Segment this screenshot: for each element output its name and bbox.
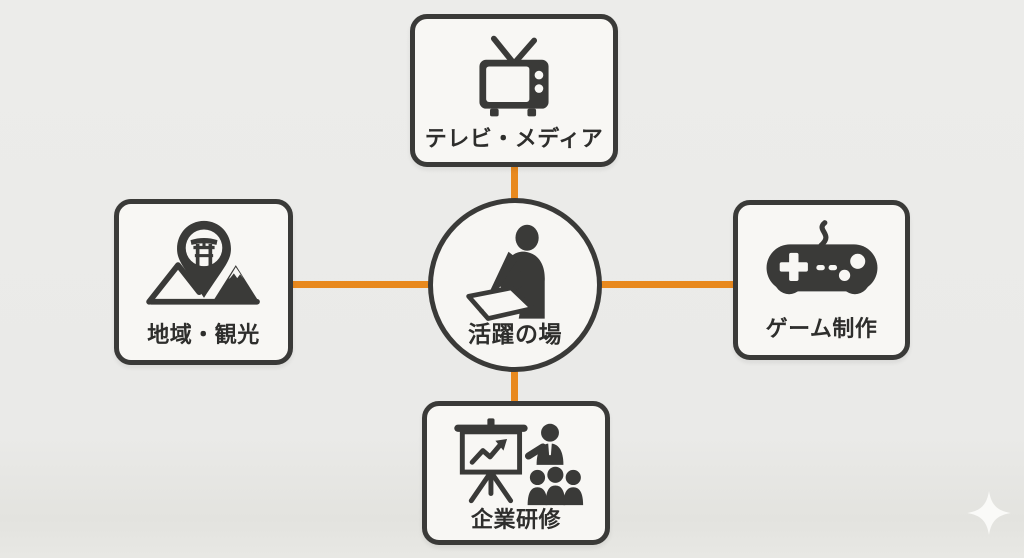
training-presentation-icon bbox=[454, 418, 584, 506]
sparkle-icon bbox=[967, 491, 1011, 535]
connector-left bbox=[288, 281, 438, 288]
connector-right bbox=[594, 281, 740, 288]
tv-icon bbox=[479, 36, 549, 117]
node-label-region-tourism: 地域・観光 bbox=[147, 321, 260, 347]
node-region-tourism: 地域・観光 bbox=[114, 199, 293, 365]
hub-active-field: 活躍の場 bbox=[428, 198, 602, 372]
node-tv-media: テレビ・メディア bbox=[410, 14, 618, 167]
node-game-production: ゲーム制作 bbox=[733, 200, 910, 360]
node-label-tv-media: テレビ・メディア bbox=[424, 126, 604, 152]
node-label-corporate-training: 企業研修 bbox=[470, 507, 561, 533]
hub-label: 活躍の場 bbox=[468, 321, 562, 348]
connector-bottom bbox=[511, 364, 518, 406]
connector-top bbox=[511, 160, 518, 208]
game-controller-icon bbox=[766, 220, 877, 295]
writing-person-icon bbox=[466, 225, 545, 322]
torii-map-pin-icon bbox=[145, 220, 260, 305]
node-label-game-production: ゲーム制作 bbox=[765, 315, 878, 341]
node-corporate-training: 企業研修 bbox=[422, 401, 610, 545]
